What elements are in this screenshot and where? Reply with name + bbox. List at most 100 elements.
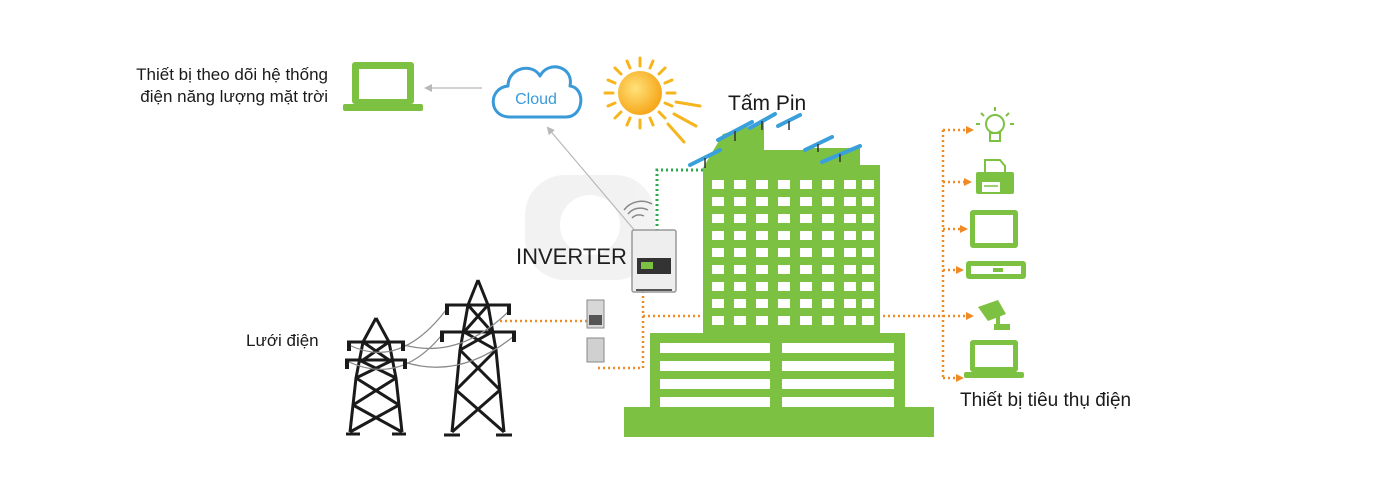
monitoring-device-label: Thiết bị theo dõi hệ thống điện năng lượ… [60,64,328,108]
building-window [660,397,770,407]
building-window [800,299,812,308]
grid-label: Lưới điện [246,331,319,350]
building-window [862,248,874,257]
building-window [660,379,770,389]
cloud-icon: Cloud [491,65,583,119]
building-window [862,231,874,240]
cloud-label: Cloud [515,91,557,108]
building-window [756,197,768,206]
solar-panel-label: Tấm Pin [728,92,807,115]
building-window [862,180,874,189]
building-window [822,197,834,206]
building-window [800,231,812,240]
monitoring-label-line2: điện năng lượng mặt trời [140,87,328,106]
building [624,122,934,437]
building-window [734,197,746,206]
building-window [712,214,724,223]
solar-panel-legs [704,121,841,168]
building-window [862,197,874,206]
building-window [822,265,834,274]
building-window [844,214,856,223]
building-window [778,180,790,189]
power-tower-small [345,317,407,436]
inverter-to-cloud-arrow [546,126,637,233]
building-window [800,265,812,274]
building-window [712,316,724,325]
building-window [822,282,834,291]
building-window [712,282,724,291]
building-window [756,282,768,291]
building-window [844,282,856,291]
building-window [734,282,746,291]
building-window [756,214,768,223]
building-window [712,180,724,189]
building-window [822,180,834,189]
building-window [756,248,768,257]
printer-icon [976,159,1014,194]
building-window [782,379,894,389]
building-window [778,265,790,274]
building-window [822,316,834,325]
building-window [800,316,812,325]
loads-label: Thiết bị tiêu thụ điện [960,390,1132,411]
building-window [778,299,790,308]
building-window [734,299,746,308]
building-window [844,180,856,189]
light-bulb-icon [976,107,1014,142]
building-window [862,282,874,291]
monitoring-label-line1: Thiết bị theo dõi hệ thống [136,65,328,84]
building-window [822,248,834,257]
building-window [756,316,768,325]
building-window [862,214,874,223]
building-window [734,180,746,189]
building-window [844,316,856,325]
building-window [778,316,790,325]
building-window [734,265,746,274]
building-window [778,282,790,291]
power-tower-large [440,279,516,437]
building-window [862,299,874,308]
building-window [756,231,768,240]
inverter-label: INVERTER [516,244,627,270]
set-top-box-icon [966,261,1026,279]
security-camera-icon [978,300,1010,330]
grid-meter-icon [586,299,605,363]
sun-icon [603,56,702,144]
load-feed-arrows [943,126,974,382]
watermark [525,175,655,280]
building-window [782,397,894,407]
building-window [778,197,790,206]
power-lines [348,309,515,370]
building-window [660,361,770,371]
dc-line [655,168,703,232]
building-window [756,265,768,274]
building-window [782,361,894,371]
building-window [844,299,856,308]
building-window [800,197,812,206]
building-window [782,343,894,353]
building-window [844,197,856,206]
building-window [712,265,724,274]
television-icon [970,210,1018,248]
building-window [844,231,856,240]
building-window [862,316,874,325]
inverter-icon [623,200,677,293]
building-window [734,316,746,325]
building-window [712,197,724,206]
building-window [734,248,746,257]
building-window [800,214,812,223]
building-window [756,299,768,308]
building-window [734,231,746,240]
building-window [862,265,874,274]
laptop-icon [964,340,1024,378]
building-window [778,248,790,257]
building-window [822,231,834,240]
building-window [822,214,834,223]
building-window [712,299,724,308]
building-window [822,299,834,308]
building-window [712,231,724,240]
building-window [660,343,770,353]
building-window [734,214,746,223]
solar-panels [688,112,862,167]
